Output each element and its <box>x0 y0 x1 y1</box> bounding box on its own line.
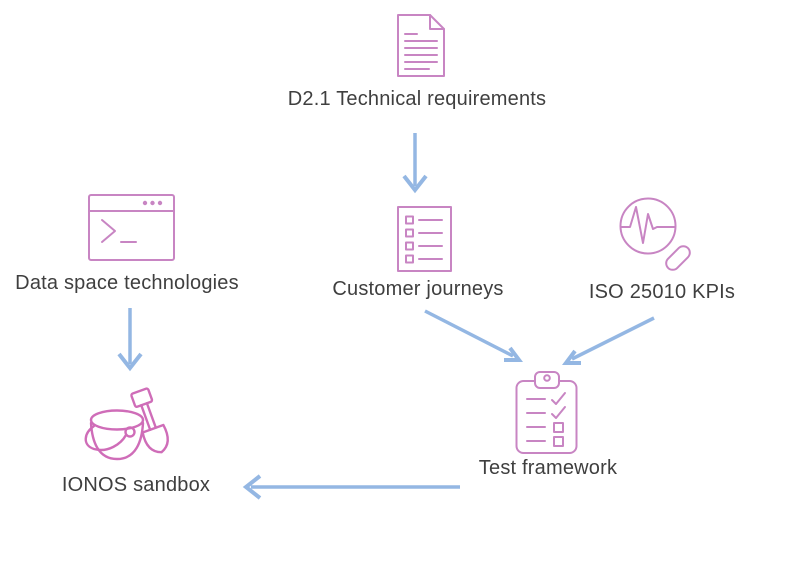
node-data-space-technologies <box>88 194 175 261</box>
clipboard-checklist-icon <box>515 371 578 454</box>
node-label-iso-25010-kpis: ISO 25010 KPIs <box>588 281 736 303</box>
magnifier-pulse-icon <box>619 197 691 271</box>
node-test-framework <box>515 368 578 455</box>
node-iso-25010-kpis <box>615 196 705 276</box>
node-label-ionos-sandbox: IONOS sandbox <box>61 474 211 496</box>
arrow-framework-to-sandbox-head <box>242 474 262 500</box>
bucket-shovel-icon <box>84 387 169 461</box>
arrow-kpis-to-framework <box>571 316 655 361</box>
arrow-kpis-to-framework-head <box>562 349 581 365</box>
node-label-data-space-technologies: Data space technologies <box>15 272 239 294</box>
arrow-journeys-to-framework-head <box>504 346 523 362</box>
document-icon <box>397 14 445 77</box>
arrow-requirements-to-journeys-head <box>402 174 428 194</box>
checklist-icon <box>397 206 452 272</box>
arrow-technologies-to-sandbox-head <box>117 352 143 372</box>
node-technical-requirements <box>397 14 445 77</box>
node-ionos-sandbox <box>82 383 177 470</box>
node-customer-journeys <box>397 206 452 272</box>
terminal-window-icon <box>88 194 175 261</box>
node-label-test-framework: Test framework <box>478 457 618 479</box>
node-label-customer-journeys: Customer journeys <box>332 278 504 300</box>
node-label-technical-requirements: D2.1 Technical requirements <box>287 88 547 110</box>
arrow-journeys-to-framework <box>424 309 514 358</box>
